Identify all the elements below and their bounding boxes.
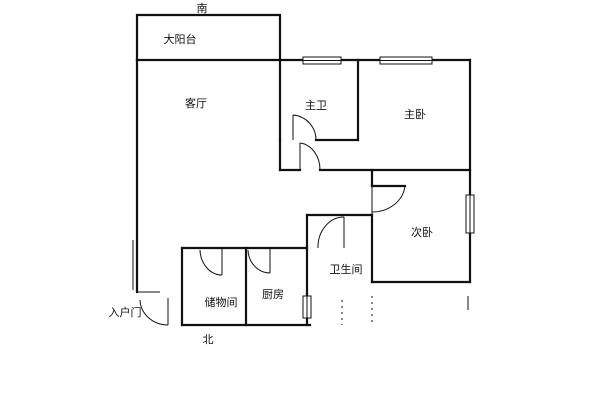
dimension-marks (132, 240, 469, 325)
label-living-room: 客厅 (185, 96, 207, 110)
door-corridor-arc (299, 142, 321, 171)
label-master-bedroom: 主卧 (404, 108, 426, 121)
windows (302, 56, 475, 319)
door-entrance-arc (139, 299, 169, 326)
label-master-bath: 主卫 (305, 99, 327, 112)
door-second-bedroom-arc (371, 185, 406, 213)
door-bathroom-arc (317, 216, 345, 249)
label-balcony: 大阳台 (164, 32, 197, 46)
label-entrance: 入户门 (109, 305, 142, 319)
compass-north: 北 (203, 333, 214, 346)
label-bathroom: 卫生间 (330, 262, 363, 276)
label-kitchen: 厨房 (262, 288, 284, 301)
door-master-bath-arc (292, 114, 317, 141)
door-kitchen-arc (247, 249, 271, 274)
doors (137, 114, 406, 326)
door-storage-arc (199, 249, 223, 276)
balcony-outline (135, 13, 282, 62)
label-second-bedroom: 次卧 (411, 225, 433, 239)
label-storage: 储物间 (205, 295, 238, 309)
interior-walls (180, 58, 472, 327)
compass-south: 南 (197, 2, 208, 15)
labels: 南 北 大阳台 客厅 主卫 主卧 次卧 卫生间 储物间 厨房 入户门 (109, 2, 434, 346)
